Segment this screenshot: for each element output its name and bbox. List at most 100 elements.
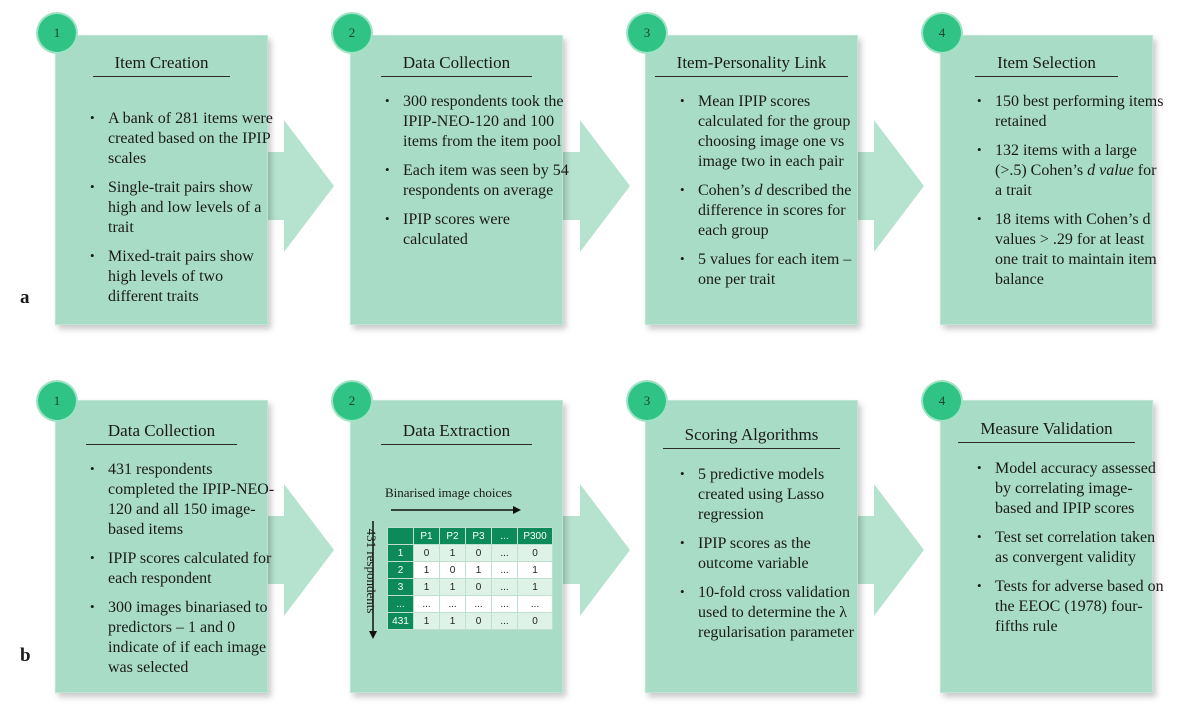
step-number-badge: 4 [923,14,961,52]
step-box-b1: Data Collection 431 respondents complete… [55,400,274,693]
step-number-badge: 3 [628,14,666,52]
y-axis-label: 431 respondents [364,528,379,614]
table-row: 3 1 1 0 ... 1 [387,578,553,596]
bullet-item: 132 items with a large (>.5) Cohen’s d v… [977,141,1165,201]
step-box-b3: Scoring Algorithms 5 predictive models c… [645,400,858,693]
bullet-item: 431 respondents completed the IPIP-NEO-1… [90,460,282,540]
binarised-table: P1 P2 P3 ... P300 1 0 1 0 ... 0 2 1 0 1 … [387,527,553,630]
bullet-item: Model accuracy assessed by correlating i… [977,459,1165,519]
table-cell: 0 [413,544,440,562]
table-cell: 1 [439,578,466,596]
step-title: Scoring Algorithms [646,425,857,449]
table-header-cell [387,527,414,545]
step-title: Data Collection [56,421,267,445]
table-cell: 1 [465,561,492,579]
bullet-item: Test set correlation taken as convergent… [977,528,1165,568]
table-cell: 1 [413,561,440,579]
step-box-a2: Data Collection 300 respondents took the… [350,35,569,325]
bullet-item: 300 images binariased to predictors – 1 … [90,598,282,678]
table-cell: 0 [517,544,553,562]
table-cell: 0 [517,612,553,630]
table-cell: ... [491,544,518,562]
bullet-list: 431 respondents completed the IPIP-NEO-1… [88,460,282,687]
table-header-cell: P2 [439,527,466,545]
step-title: Data Extraction [351,421,562,445]
bullet-item: 5 values for each item – one per trait [680,250,868,290]
step-number-badge: 4 [923,382,961,420]
table-cell: ... [413,595,440,613]
step-number-badge: 2 [333,382,371,420]
step-box-a3: Item-Personality Link Mean IPIP scores c… [645,35,858,325]
step-title: Item Selection [941,53,1152,77]
step-box-b2: Data Extraction Binarised image choices … [350,400,563,693]
table-cell: ... [517,595,553,613]
table-header-cell: P1 [413,527,440,545]
table-row: 2 1 0 1 ... 1 [387,561,553,579]
step-number-badge: 2 [333,14,371,52]
bullet-item: IPIP scores were calculated [385,210,575,250]
row-label-a: a [20,287,30,308]
table-cell: ... [491,595,518,613]
table-cell: ... [491,578,518,596]
table-row: 431 1 1 0 ... 0 [387,612,553,630]
bullet-item: 18 items with Cohen’s d values > .29 for… [977,210,1165,290]
step-title: Item Creation [56,53,267,77]
row-label-b: b [20,645,31,666]
bullet-item: Tests for adverse based on the EEOC (197… [977,577,1165,637]
bullet-list: 150 best performing items retained 132 i… [975,92,1165,299]
bullet-item: Mean IPIP scores calculated for the grou… [680,92,868,172]
bullet-item: A bank of 281 items were created based o… [90,109,278,169]
bullet-item: 150 best performing items retained [977,92,1165,132]
step-number-badge: 1 [38,14,76,52]
step-number-badge: 1 [38,382,76,420]
bullet-list: 300 respondents took the IPIP-NEO-120 an… [383,92,575,259]
bullet-item: Mixed-trait pairs show high levels of tw… [90,247,278,307]
table-row: ... ... ... ... ... ... [387,595,553,613]
table-header-row: P1 P2 P3 ... P300 [387,527,553,545]
bullet-item: Each item was seen by 54 respondents on … [385,161,575,201]
step-title: Measure Validation [941,419,1152,443]
table-cell: 0 [465,612,492,630]
step-box-b4: Measure Validation Model accuracy assess… [940,400,1164,693]
table-cell: ... [491,561,518,579]
table-cell: 0 [465,544,492,562]
table-cell: 0 [439,561,466,579]
x-axis-arrow [391,506,521,514]
table-row: 1 0 1 0 ... 0 [387,544,553,562]
table-cell: 1 [413,578,440,596]
table-cell: 1 [517,561,553,579]
step-box-a1: Item Creation A bank of 281 items were c… [55,35,273,325]
table-row-header: 3 [387,578,414,596]
table-cell: 1 [517,578,553,596]
table-header-cell: P300 [517,527,553,545]
table-cell: 1 [439,544,466,562]
table-header-cell: ... [491,527,518,545]
table-row-header: 1 [387,544,414,562]
table-row-header: 431 [387,612,414,630]
step-title: Data Collection [351,53,562,77]
bullet-item: Single-trait pairs show high and low lev… [90,178,278,238]
y-axis-arrow [369,521,377,639]
bullet-item: 10-fold cross validation used to determi… [680,583,868,643]
table-cell: ... [491,612,518,630]
table-row-header: 2 [387,561,414,579]
x-axis-label: Binarised image choices [385,485,513,500]
bullet-list: A bank of 281 items were created based o… [88,109,278,316]
bullet-list: Model accuracy assessed by correlating i… [975,459,1165,646]
bullet-list: 5 predictive models created using Lasso … [678,465,868,652]
step-number-badge: 3 [628,382,666,420]
bullet-item: 300 respondents took the IPIP-NEO-120 an… [385,92,575,152]
table-cell: 1 [413,612,440,630]
bullet-list: Mean IPIP scores calculated for the grou… [678,92,868,299]
bullet-item: 5 predictive models created using Lasso … [680,465,868,525]
table-cell: ... [439,595,466,613]
bullet-item: IPIP scores as the outcome variable [680,534,868,574]
step-box-a4: Item Selection 150 best performing items… [940,35,1163,325]
table-cell: 0 [465,578,492,596]
table-cell: 1 [439,612,466,630]
table-cell: ... [465,595,492,613]
table-header-cell: P3 [465,527,492,545]
table-row-header: ... [387,595,414,613]
bullet-item: Cohen’s d described the difference in sc… [680,181,868,241]
step-title: Item-Personality Link [646,53,857,77]
